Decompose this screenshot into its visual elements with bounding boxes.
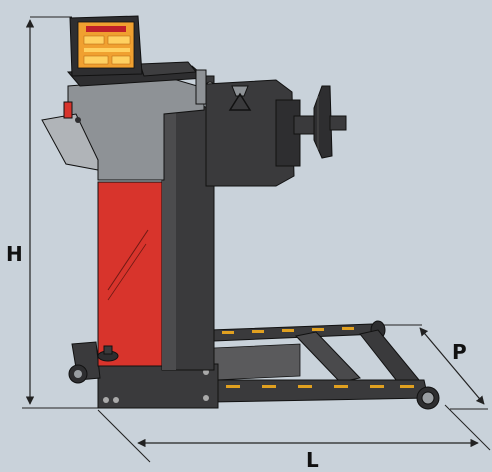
machine-base-block [97,363,219,409]
folding-support-arms [213,329,425,391]
castor-wheel [68,341,101,384]
height-label: H [6,242,23,266]
length-label: L [306,448,319,472]
wheel-shaft-cone [293,85,347,159]
depth-dimension-line [384,324,488,410]
main-upright-column [161,103,215,371]
adjustment-knob [97,345,119,362]
grey-housing [41,77,205,181]
front-base-rail [211,379,429,403]
red-column [97,181,165,367]
front-rail-wheel [416,386,440,410]
display-monitor [69,15,143,77]
depth-label: P [452,340,467,364]
height-dimension-line [22,16,100,409]
length-dimension-line [97,404,491,463]
drive-unit-housing [205,79,301,187]
